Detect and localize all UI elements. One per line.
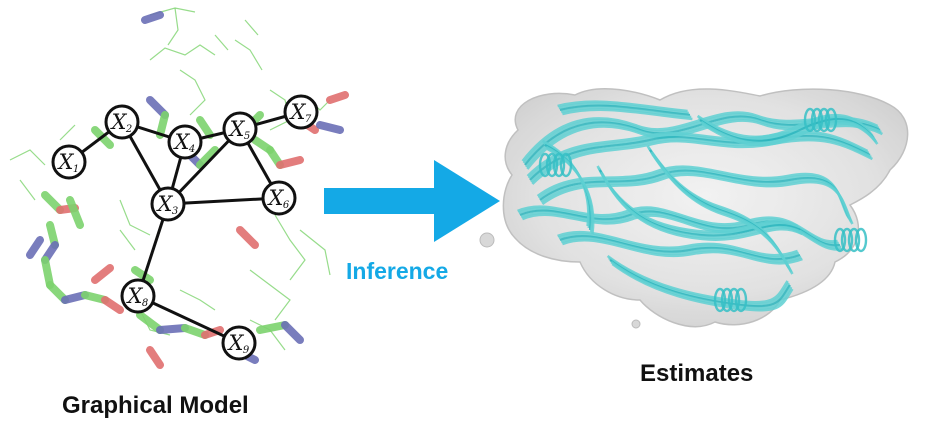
inference-arrow (324, 160, 500, 242)
graph-edge (137, 294, 240, 345)
ribbon-strand (609, 259, 791, 308)
node-label: X (227, 331, 245, 355)
node-label: X (110, 110, 128, 134)
ribbon-strand (608, 256, 790, 306)
ribbon-strand (530, 136, 872, 183)
graph-edge (167, 196, 280, 206)
ribbon-strand (521, 213, 843, 251)
node-circle (221, 325, 257, 361)
ribbon-strand (560, 236, 802, 263)
node-circle (104, 104, 140, 140)
ribbon-strand (527, 132, 870, 179)
ribbon-strand (561, 238, 803, 265)
ribbon-strand (698, 115, 875, 141)
ribbon-strand (562, 108, 693, 121)
node-subscript: 6 (283, 200, 290, 211)
ribbon-strand (529, 134, 871, 181)
node-subscript: 3 (172, 206, 178, 217)
ribbon-strand (651, 153, 794, 275)
ribbon-strand (559, 104, 691, 117)
inference-label: Inference (346, 258, 449, 284)
ribbon-strand (558, 232, 800, 259)
ribbon-strand (701, 121, 879, 147)
graphical-model-caption: Graphical Model (62, 392, 249, 419)
ribbon-strand (559, 235, 801, 261)
node-subscript: 9 (243, 345, 250, 356)
estimates-caption: Estimates (640, 360, 754, 387)
node-label: X (267, 186, 285, 210)
node-label: X (156, 192, 174, 216)
ribbon-strand (557, 100, 688, 113)
node-circle (120, 278, 156, 314)
node-label: X (289, 100, 307, 124)
node-label: X (126, 284, 144, 308)
ribbon-strand (560, 106, 692, 119)
node-circle (51, 144, 87, 180)
node-label: X (228, 117, 246, 141)
ribbon-strand (541, 173, 854, 225)
node-circle (222, 111, 258, 147)
node-subscript: 1 (73, 164, 79, 175)
node-label: X (173, 130, 191, 154)
node-circle (261, 180, 297, 216)
ribbon-strand (518, 207, 840, 245)
ribbon-strand (531, 138, 873, 185)
ribbon-strand (558, 102, 689, 115)
node-circle (283, 94, 319, 130)
ribbon-strand (601, 173, 803, 241)
node-subscript: 7 (305, 114, 312, 125)
node-subscript: 2 (125, 124, 132, 135)
protein-structure (479, 88, 909, 329)
node-subscript: 5 (244, 131, 250, 142)
node-circle (167, 124, 203, 160)
node-subscript: 4 (188, 144, 195, 155)
node-circle (150, 186, 186, 222)
molecule-background (9, 7, 349, 369)
node-subscript: 8 (142, 298, 148, 309)
node-label: X (57, 150, 75, 174)
ribbon-strand (526, 130, 869, 177)
